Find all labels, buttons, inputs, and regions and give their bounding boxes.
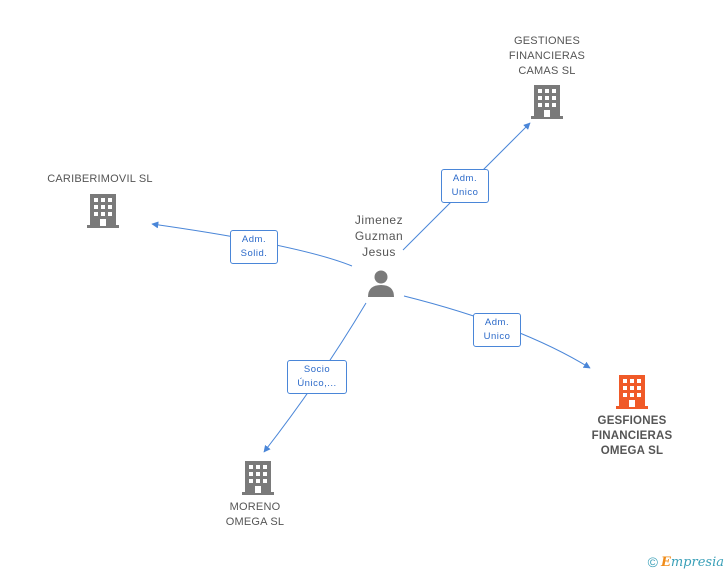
company-label-gesfiones[interactable]: GESFIONES FINANCIERAS OMEGA SL xyxy=(578,414,686,459)
person-name-line: Jimenez xyxy=(354,213,404,227)
company-name-line: OMEGA SL xyxy=(600,445,664,457)
company-name-line: CARIBERIMOVIL SL xyxy=(47,173,153,185)
relation-line: Solid. xyxy=(240,248,268,259)
person-name: Jimenez Guzman Jesus xyxy=(340,212,418,260)
relation-line: Socio xyxy=(303,364,331,375)
person-name-line: Jesus xyxy=(362,245,396,259)
relation-line: Adm. xyxy=(484,317,510,328)
brand-initial: E xyxy=(660,554,671,570)
building-icon[interactable] xyxy=(242,461,274,495)
company-label-moreno[interactable]: MORENO OMEGA SL xyxy=(205,500,305,530)
person-name-line: Guzman xyxy=(354,229,404,243)
company-name-line: OMEGA SL xyxy=(225,516,285,528)
brand-logo[interactable]: Empresia xyxy=(661,555,724,570)
relation-label-moreno[interactable]: Socio Único,... xyxy=(287,360,347,394)
relation-line: Unico xyxy=(483,331,511,342)
company-label-cariberimovil[interactable]: CARIBERIMOVIL SL xyxy=(40,172,160,187)
relation-line: Único,... xyxy=(297,378,337,389)
building-icon[interactable] xyxy=(616,375,648,409)
building-icon[interactable] xyxy=(531,85,563,119)
building-icon[interactable] xyxy=(87,194,119,228)
relation-line: Adm. xyxy=(452,173,478,184)
company-name-line: MORENO xyxy=(229,501,281,513)
relation-line: Unico xyxy=(451,187,479,198)
relation-line: Adm. xyxy=(241,234,267,245)
relation-label-gesfiones[interactable]: Adm. Unico xyxy=(473,313,521,347)
company-name-line: GESFIONES xyxy=(597,415,667,427)
company-name-line: FINANCIERAS xyxy=(508,50,586,62)
company-name-line: FINANCIERAS xyxy=(591,430,673,442)
company-name-line: CAMAS SL xyxy=(518,65,576,77)
brand-name: mpresia xyxy=(670,554,724,570)
footer-brand: © Empresia xyxy=(648,553,724,571)
company-name-line: GESTIONES xyxy=(514,35,580,47)
person-icon[interactable] xyxy=(366,268,396,298)
relation-label-cariberimovil[interactable]: Adm. Solid. xyxy=(230,230,278,264)
relation-label-gestiones[interactable]: Adm. Unico xyxy=(441,169,489,203)
company-label-gestiones[interactable]: GESTIONES FINANCIERAS CAMAS SL xyxy=(492,34,602,79)
copyright-icon: © xyxy=(647,554,658,570)
